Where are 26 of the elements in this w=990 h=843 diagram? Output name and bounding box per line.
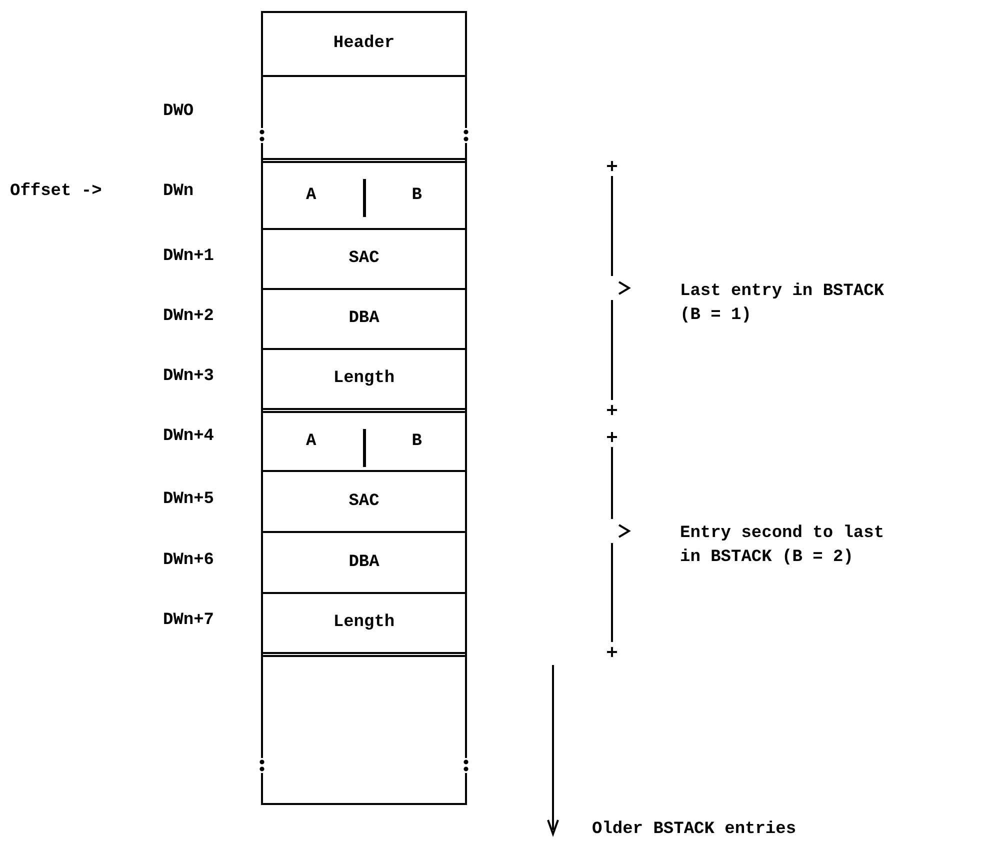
field-label: A bbox=[306, 184, 316, 207]
address-label: DWn+4 bbox=[163, 426, 216, 448]
address-label: Offset -> bbox=[10, 181, 103, 203]
field-label: B bbox=[412, 430, 422, 453]
address-label: DWn+7 bbox=[163, 610, 216, 632]
cell-label: Header bbox=[333, 33, 395, 56]
annotation-text: Last entry in BSTACK (B = 1) bbox=[680, 281, 886, 327]
address-label: DWn+2 bbox=[163, 306, 216, 328]
address-label: DWn+1 bbox=[163, 246, 216, 268]
cell-label: SAC bbox=[348, 248, 380, 270]
memory-cell bbox=[262, 408, 466, 470]
field-label: A bbox=[306, 430, 316, 453]
address-label: DWn+5 bbox=[163, 489, 216, 511]
field-label: B bbox=[412, 184, 422, 207]
cell-label: DBA bbox=[348, 552, 380, 574]
address-label: DWn+6 bbox=[163, 550, 216, 572]
address-label: DWn bbox=[163, 181, 195, 203]
cell-label: SAC bbox=[348, 490, 380, 513]
cell-label: DBA bbox=[348, 308, 380, 330]
arrow-caption: Older BSTACK entries bbox=[592, 819, 798, 841]
annotation-text: Entry second to last in BSTACK (B = 2) bbox=[680, 523, 886, 569]
cell-label: Length bbox=[333, 368, 395, 390]
empty-memory-cell bbox=[262, 652, 466, 805]
address-label: DWO bbox=[163, 101, 195, 123]
address-label: DWn+3 bbox=[163, 366, 216, 388]
cell-label: Length bbox=[333, 612, 395, 634]
